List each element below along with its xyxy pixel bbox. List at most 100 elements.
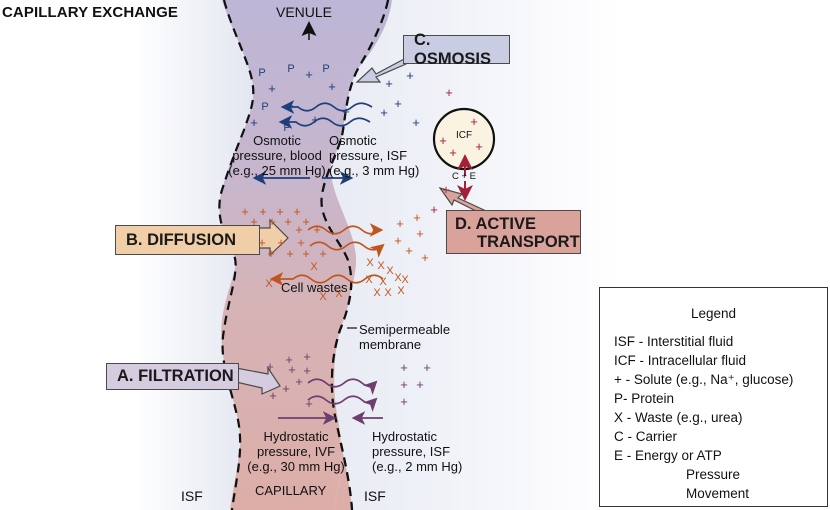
osmosis-pointer-arrow [355, 57, 407, 83]
legend-title: Legend [690, 306, 737, 321]
capillary-label: CAPILLARY [255, 483, 327, 498]
legend-item-movement: Movement [686, 486, 750, 501]
osmosis-solute-particle: + [286, 98, 294, 113]
waste-waste-particle: X [379, 276, 387, 288]
osmosis-solute-particle: + [342, 104, 350, 119]
waste-waste-particle: X [365, 274, 373, 286]
waste-waste-particle: X [394, 272, 402, 284]
diffusion-solute-particle: + [250, 214, 258, 229]
active-solute-particle: + [445, 85, 453, 100]
diffusion-movement-arrow-1 [307, 225, 383, 242]
isf-right-label: ISF [364, 488, 386, 504]
icf-label: ICF [456, 130, 473, 141]
diffusion-solute-particle: + [421, 250, 429, 265]
osmosis-solute-particle: + [268, 81, 276, 96]
diffusion-solute-particle: + [413, 210, 421, 225]
active-transport-label-line2: TRANSPORT [477, 233, 580, 251]
osmotic-pressure-blood-label: Osmotic pressure, blood (e.g., 25 mm Hg) [228, 133, 326, 178]
filtration-movement-arrow-1 [307, 378, 378, 396]
diffusion-solute-particle: + [313, 222, 321, 237]
osmosis-solute-particle: + [380, 105, 388, 120]
diagram-title: CAPILLARY EXCHANGE [2, 4, 178, 21]
active-solute-particle: + [449, 145, 457, 160]
osmosis-solute-particle: + [250, 115, 258, 130]
diffusion-movement-arrow-2 [309, 241, 385, 258]
diffusion-solute-particle: + [268, 214, 276, 229]
osmosis-solute-particle: + [385, 76, 393, 91]
osmosis-protein-particle: P [283, 122, 290, 134]
diffusion-solute-particle: + [302, 214, 310, 229]
waste-waste-particle: X [265, 278, 273, 290]
cell-wastes-label: Cell wastes [281, 280, 348, 295]
diffusion-solute-particle: + [276, 204, 284, 219]
diffusion-solute-particle: + [394, 233, 402, 248]
active-solute-particle: + [442, 182, 450, 197]
waste-movement-arrow [269, 272, 384, 286]
legend-box: Legend ISF - Interstitial fluid ICF - In… [599, 287, 828, 507]
semipermeable-membrane-label: Semipermeable membrane [359, 322, 451, 352]
filtration-solute-particle: + [423, 360, 431, 375]
waste-waste-particle: X [384, 287, 392, 299]
diffusion-solute-particle: + [319, 246, 327, 261]
osmosis-solute-particle: + [328, 79, 336, 94]
diffusion-solute-particle: + [241, 204, 249, 219]
osmosis-solute-particle: + [412, 115, 420, 130]
filtration-solute-particle: + [400, 394, 408, 409]
active-solute-particle: + [439, 133, 447, 148]
osmosis-protein-particle: P [261, 101, 268, 113]
filtration-solute-particle: + [303, 363, 311, 378]
diffusion-solute-particle: + [286, 246, 294, 261]
waste-waste-particle: X [386, 265, 394, 277]
osmotic-pressure-isf-label: Osmotic pressure, ISF (e.g., 3 mm Hg) [329, 133, 420, 178]
legend-item-pressure: Pressure [686, 467, 741, 482]
filtration-solute-particle: + [295, 374, 303, 389]
waste-waste-particle: X [319, 291, 327, 303]
osmosis-label-box: C. OSMOSIS [403, 31, 510, 68]
filtration-pointer-arrow [235, 366, 281, 395]
capillary-lumen-right [321, 0, 388, 510]
legend-item-carrier: C - Carrier [614, 429, 677, 444]
active-solute-particle: + [430, 202, 438, 217]
filtration-solute-particle: + [305, 396, 313, 411]
active-solute-particle: + [470, 114, 478, 129]
legend-item-energy: E - Energy or ATP [614, 448, 722, 463]
waste-waste-particle: X [377, 260, 385, 272]
osmosis-solute-particle: + [394, 96, 402, 111]
active-transport-label-box: D. ACTIVE TRANSPORT [446, 210, 581, 254]
isf-left-label: ISF [181, 488, 203, 504]
waste-waste-particle: X [335, 288, 343, 300]
osmosis-solute-particle: + [311, 112, 319, 127]
diffusion-solute-particle: + [416, 226, 424, 241]
osmosis-protein-particle: P [287, 63, 294, 75]
filtration-solute-particle: + [285, 352, 293, 367]
filtration-label: A. FILTRATION [117, 367, 234, 385]
filtration-label-box: A. FILTRATION [106, 363, 239, 390]
filtration-solute-particle: + [400, 377, 408, 392]
diffusion-solute-particle: + [259, 204, 267, 219]
waste-waste-particle: X [366, 257, 374, 269]
active-solute-particle: + [475, 139, 483, 154]
active-transport-pointer-arrow [438, 186, 486, 213]
diffusion-solute-particle: + [293, 204, 301, 219]
diffusion-solute-particle: + [405, 243, 413, 258]
venule-label: VENULE [276, 4, 333, 20]
filtration-solute-particle: + [282, 381, 290, 396]
filtration-solute-particle: + [400, 360, 408, 375]
osmosis-solute-particle: + [305, 67, 313, 82]
diffusion-solute-particle: + [277, 235, 285, 250]
waste-waste-particle: X [397, 285, 405, 297]
diffusion-solute-particle: + [295, 222, 303, 237]
carrier-energy-label: C + E [452, 171, 477, 182]
osmosis-protein-particle: P [258, 67, 265, 79]
diffusion-label: B. DIFFUSION [126, 230, 236, 249]
waste-waste-particle: X [373, 287, 381, 299]
legend-item-protein: P- Protein [614, 391, 675, 406]
legend-item-waste: X - Waste (e.g., urea) [614, 410, 743, 425]
hydrostatic-pressure-isf-label: Hydrostatic pressure, ISF (e.g., 2 mm Hg… [372, 429, 463, 474]
diffusion-solute-particle: + [284, 214, 292, 229]
hydrostatic-pressure-ivf-label: Hydrostatic pressure, IVF (e.g., 30 mm H… [247, 429, 345, 474]
filtration-solute-particle: + [266, 359, 274, 374]
filtration-solute-particle: + [269, 388, 277, 403]
diffusion-solute-particle: + [267, 246, 275, 261]
